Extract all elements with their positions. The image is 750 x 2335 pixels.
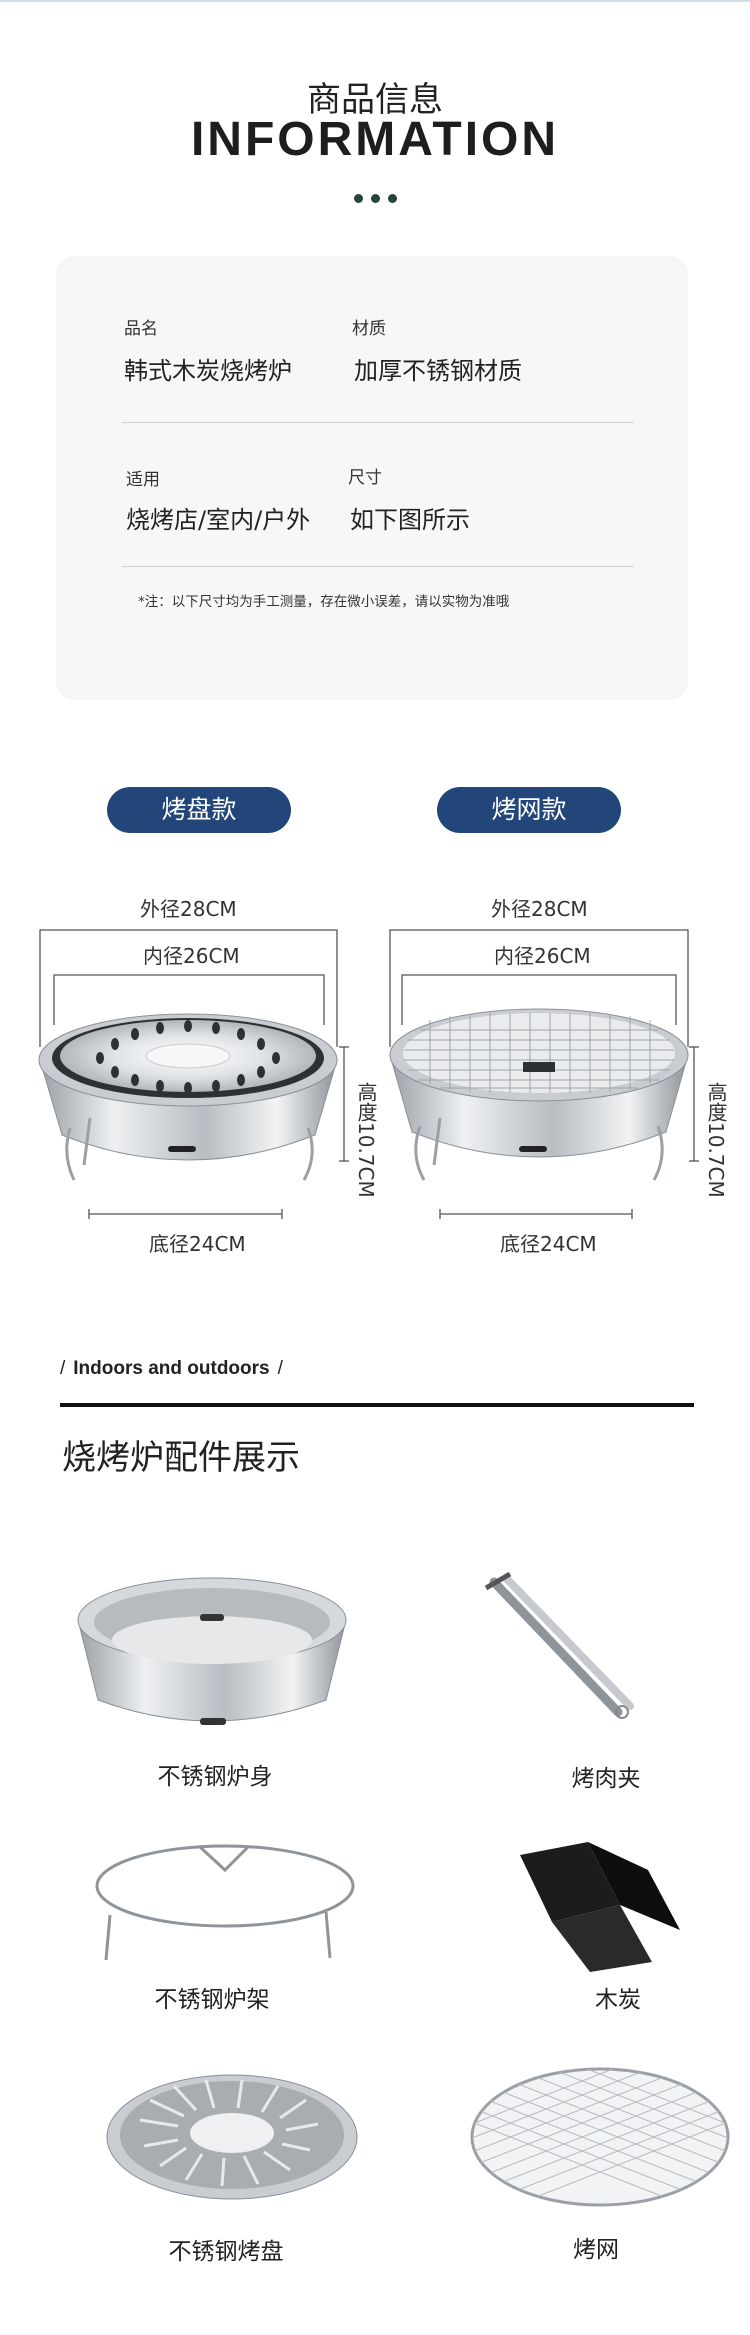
base-diameter-right: 底径24CM [500, 1232, 597, 1256]
accessory-label-tongs: 烤肉夹 [571, 1766, 641, 1792]
accessory-charcoal-image [520, 1842, 680, 1972]
outer-diameter-left: 外径28CM [140, 897, 237, 921]
use-label: 适用 [126, 470, 160, 490]
variant-pill-grill: 烤网款 [437, 787, 621, 833]
size-label: 尺寸 [348, 468, 382, 488]
section-title-en: INFORMATION [190, 113, 560, 166]
name-value: 韩式木炭烧烤炉 [124, 357, 292, 385]
size-value: 如下图所示 [350, 506, 470, 534]
accessory-label-rack: 不锈钢炉架 [154, 1987, 270, 2013]
section-title-cn: 商品信息 [307, 80, 443, 120]
accessory-tongs-image [484, 1571, 634, 1719]
material-label: 材质 [352, 319, 386, 339]
use-value: 烧烤店/室内/户外 [126, 506, 311, 534]
accessory-body-image [77, 1577, 347, 1725]
height-right: 高度10.7CM [704, 1082, 728, 1198]
accessories-title: 烧烤炉配件展示 [62, 1438, 300, 1478]
accessory-pan-image [106, 2074, 358, 2200]
accessory-label-grill-net: 烤网 [573, 2237, 619, 2263]
accessory-grill-net-image [470, 2067, 730, 2207]
info-divider-1 [122, 422, 634, 423]
inner-diameter-left: 内径26CM [143, 944, 240, 968]
info-divider-2 [122, 566, 634, 567]
accessory-label-body: 不锈钢炉身 [157, 1764, 273, 1790]
accessory-rack-image [95, 1844, 355, 1961]
inner-diameter-right: 内径26CM [494, 944, 591, 968]
slash-left: / [60, 1358, 66, 1379]
info-note: *注：以下尺寸均为手工测量，存在微小误差，请以实物为准哦 [138, 594, 510, 610]
accessory-label-charcoal: 木炭 [595, 1987, 641, 2013]
stove-pan-illustration [38, 929, 349, 1219]
variant-pill-pan: 烤盘款 [107, 787, 291, 833]
outer-diameter-right: 外径28CM [491, 897, 588, 921]
section-bar: / Indoors and outdoors / [60, 1358, 291, 1380]
section-bar-text: Indoors and outdoors [73, 1358, 270, 1379]
base-diameter-left: 底径24CM [149, 1232, 246, 1256]
top-border [0, 0, 750, 2]
info-card: 品名 韩式木炭烧烤炉 材质 加厚不锈钢材质 适用 烧烤店/室内/户外 尺寸 如下… [56, 256, 688, 700]
material-value: 加厚不锈钢材质 [354, 357, 522, 385]
stove-grill-illustration [389, 929, 699, 1219]
slash-right: / [277, 1358, 283, 1379]
decorative-dots [0, 188, 750, 207]
height-left: 高度10.7CM [354, 1082, 378, 1198]
accessory-label-pan: 不锈钢烤盘 [168, 2239, 284, 2265]
section-divider [60, 1403, 694, 1407]
name-label: 品名 [124, 319, 158, 339]
